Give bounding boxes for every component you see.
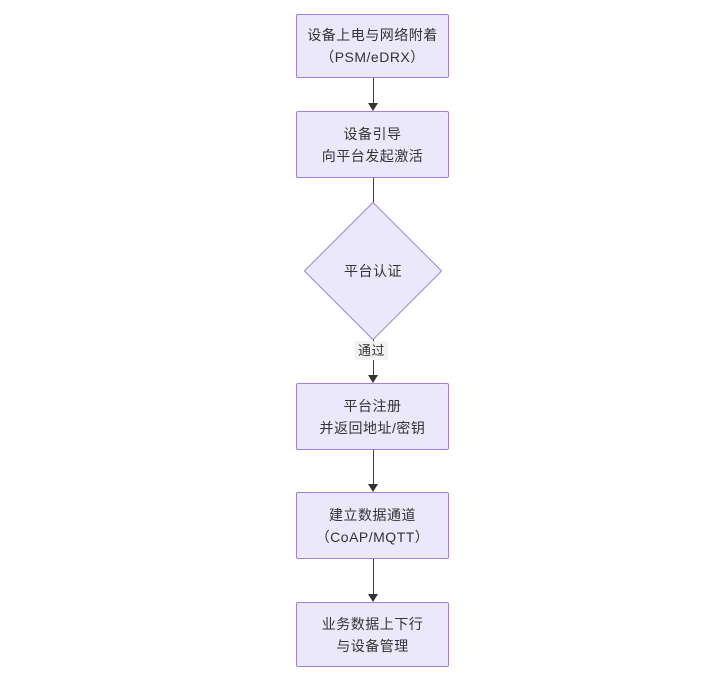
connector-n4-to-n5 (368, 450, 379, 492)
node-label-line: 与设备管理 (336, 637, 409, 654)
node-label-line: 业务数据上下行 (321, 615, 424, 632)
edge-label-pass: 通过 (355, 341, 389, 360)
arrow-head-icon (368, 103, 379, 111)
node-label-line: （CoAP/MQTT） (315, 528, 430, 545)
node-label-line: 并返回地址/密钥 (319, 419, 426, 436)
node-platform-registration[interactable]: 平台注册 并返回地址/密钥 (296, 383, 449, 450)
node-business-data-and-device-management[interactable]: 业务数据上下行 与设备管理 (296, 602, 449, 667)
node-label-line: 平台注册 (343, 397, 402, 414)
arrow-head-icon (368, 484, 379, 492)
node-label-line: （PSM/eDRX） (320, 49, 425, 65)
connector-n5-to-n6 (368, 559, 379, 602)
node-establish-data-channel[interactable]: 建立数据通道 （CoAP/MQTT） (296, 492, 449, 559)
node-label-line: 设备引导 (343, 125, 402, 142)
connector-line (372, 559, 374, 595)
arrow-head-icon (368, 594, 379, 602)
node-label-line: 建立数据通道 (329, 506, 416, 523)
node-label-line: 平台认证 (344, 263, 402, 279)
node-device-power-on[interactable]: 设备上电与网络附着 （PSM/eDRX） (296, 14, 449, 78)
node-label-line: 设备上电与网络附着 (307, 27, 438, 43)
node-label-line: 向平台发起激活 (321, 147, 424, 164)
connector-line (372, 178, 374, 215)
node-platform-authentication[interactable]: 平台认证 (303, 201, 443, 341)
arrow-head-icon (368, 375, 379, 383)
connector-n1-to-n2 (368, 78, 379, 111)
connector-line (372, 78, 374, 104)
connector-line (372, 450, 374, 485)
node-device-bootstrap[interactable]: 设备引导 向平台发起激活 (296, 111, 449, 178)
